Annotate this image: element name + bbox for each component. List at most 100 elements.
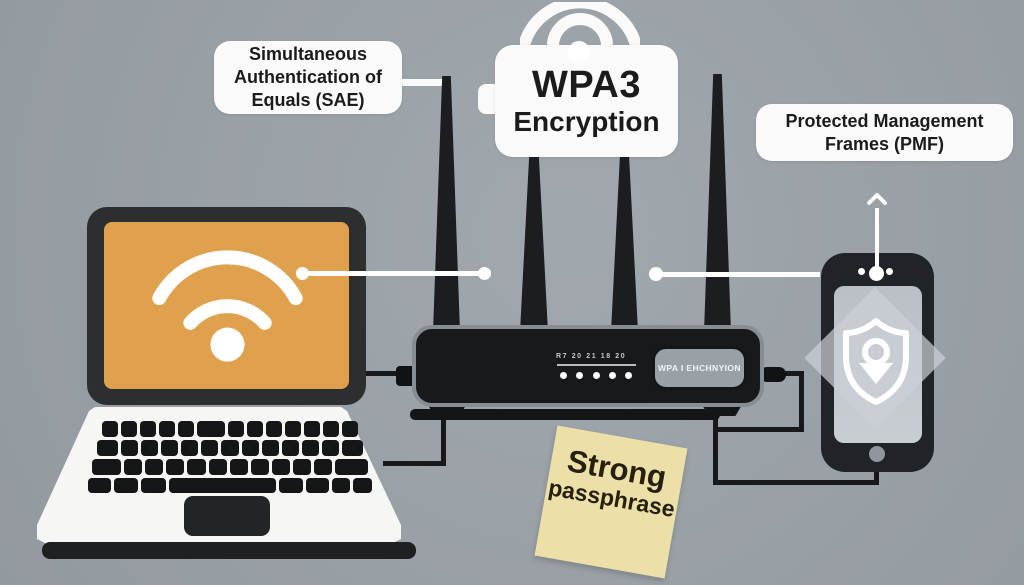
phone-home-button <box>869 446 885 462</box>
keyboard-row <box>92 459 369 475</box>
sae-line-2: Authentication of <box>234 67 382 87</box>
pmf-callout: Protected Management Frames (PMF) <box>756 104 1013 161</box>
pmf-pointer-line <box>875 208 879 268</box>
keyboard-key <box>284 421 301 437</box>
keyboard-key <box>145 459 164 475</box>
sae-callout: Simultaneous Authentication of Equals (S… <box>214 41 402 114</box>
keyboard-key <box>221 440 239 456</box>
wifi-dot <box>568 41 590 63</box>
keyboard-key <box>342 440 364 456</box>
keyboard-key <box>169 478 277 493</box>
cable-router-to-phone-seg1 <box>780 371 804 376</box>
keyboard-key <box>102 421 119 437</box>
keyboard-key <box>279 478 303 493</box>
keyboard-key <box>227 421 244 437</box>
cable-laptop-to-router-lower <box>383 461 445 466</box>
keyboard-row <box>88 478 373 493</box>
wpa3-subtitle: Encryption <box>513 106 660 137</box>
keyboard-key <box>281 440 300 456</box>
keyboard-key <box>331 478 351 493</box>
router-led-labels: R7 20 21 18 20 <box>556 353 627 360</box>
keyboard-key <box>140 478 167 493</box>
keyboard-key <box>335 459 369 475</box>
cable-laptop-to-router <box>356 371 404 376</box>
keyboard-key <box>272 459 291 475</box>
router-led-underline <box>557 364 636 366</box>
keyboard-row <box>97 440 364 456</box>
pmf-line-1: Protected Management <box>785 110 984 131</box>
keyboard-key <box>140 421 157 437</box>
shield-user-icon <box>843 318 909 405</box>
router-antenna-2 <box>520 149 548 332</box>
connector-dot-laptop-start <box>296 267 309 280</box>
cable-router-to-phone-seg2 <box>799 373 804 432</box>
phone-speaker-dot-right <box>886 268 893 275</box>
router-antenna-1 <box>433 76 460 332</box>
keyboard-key <box>166 459 185 475</box>
router-port-right <box>760 367 786 382</box>
cable-router-to-phone-seg4 <box>713 405 718 485</box>
cable-into-phone <box>874 466 879 485</box>
keyboard-key <box>302 440 320 456</box>
keyboard-key <box>322 421 339 437</box>
wpa3-title: WPA3 <box>532 64 641 106</box>
keyboard-key <box>303 421 320 437</box>
cable-router-foot-drop-left <box>441 403 446 466</box>
keyboard-key <box>120 440 138 456</box>
connector-line-phone <box>655 272 820 277</box>
cable-router-to-phone-seg3 <box>715 427 804 432</box>
keyboard-key <box>265 421 282 437</box>
keyboard-key <box>92 459 122 475</box>
laptop-bottom-edge <box>42 542 416 559</box>
router-base-bar <box>410 409 720 420</box>
wpa3-callout: WPA3 Encryption <box>495 45 678 157</box>
cable-router-to-phone-seg5 <box>713 480 879 485</box>
keyboard-key <box>187 459 206 475</box>
connector-dot-phone-start <box>649 267 663 281</box>
keyboard-key <box>241 440 259 456</box>
sae-line-1: Simultaneous <box>248 44 368 64</box>
router-led-row <box>560 372 632 379</box>
keyboard-key <box>201 440 219 456</box>
keyboard-key <box>341 421 359 437</box>
keyboard-key <box>229 459 248 475</box>
sae-callout-tail <box>400 79 446 86</box>
keyboard-key <box>293 459 312 475</box>
keyboard-key <box>114 478 138 493</box>
keyboard-key <box>314 459 333 475</box>
connector-dot-laptop-end <box>478 267 491 280</box>
router-antenna-3 <box>611 151 638 332</box>
keyboard-key <box>208 459 227 475</box>
pmf-line-2: Frames (PMF) <box>824 133 945 154</box>
keyboard-key <box>88 478 112 493</box>
keyboard-key <box>353 478 373 493</box>
router-led <box>625 372 632 379</box>
keyboard-key <box>121 421 138 437</box>
keyboard-key <box>197 421 225 437</box>
router-led <box>592 372 600 379</box>
keyboard-row <box>102 421 359 437</box>
router-led <box>560 372 567 379</box>
router-antenna-4 <box>704 74 731 332</box>
keyboard-key <box>178 421 195 437</box>
phone-speaker-dot-left <box>858 268 865 275</box>
connector-line-laptop <box>303 271 485 276</box>
pmf-connector-dot <box>869 266 884 281</box>
chevron-up-icon <box>867 193 887 205</box>
router-led <box>576 372 584 379</box>
wifi-icon <box>152 250 303 362</box>
router-label-panel: WPA I EHCHNYION <box>652 346 747 390</box>
keyboard-key <box>159 421 176 437</box>
router-port-left <box>396 366 416 386</box>
keyboard-key <box>124 459 143 475</box>
laptop-touchpad <box>184 496 270 536</box>
sticky-note: Strong passphrase <box>534 425 688 579</box>
keyboard-key <box>322 440 340 456</box>
keyboard-key <box>160 440 179 456</box>
keyboard-key <box>305 478 329 493</box>
wifi-icon <box>520 2 640 50</box>
sae-line-3: Equals (SAE) <box>251 90 365 110</box>
keyboard-key <box>181 440 199 456</box>
keyboard-key <box>246 421 263 437</box>
